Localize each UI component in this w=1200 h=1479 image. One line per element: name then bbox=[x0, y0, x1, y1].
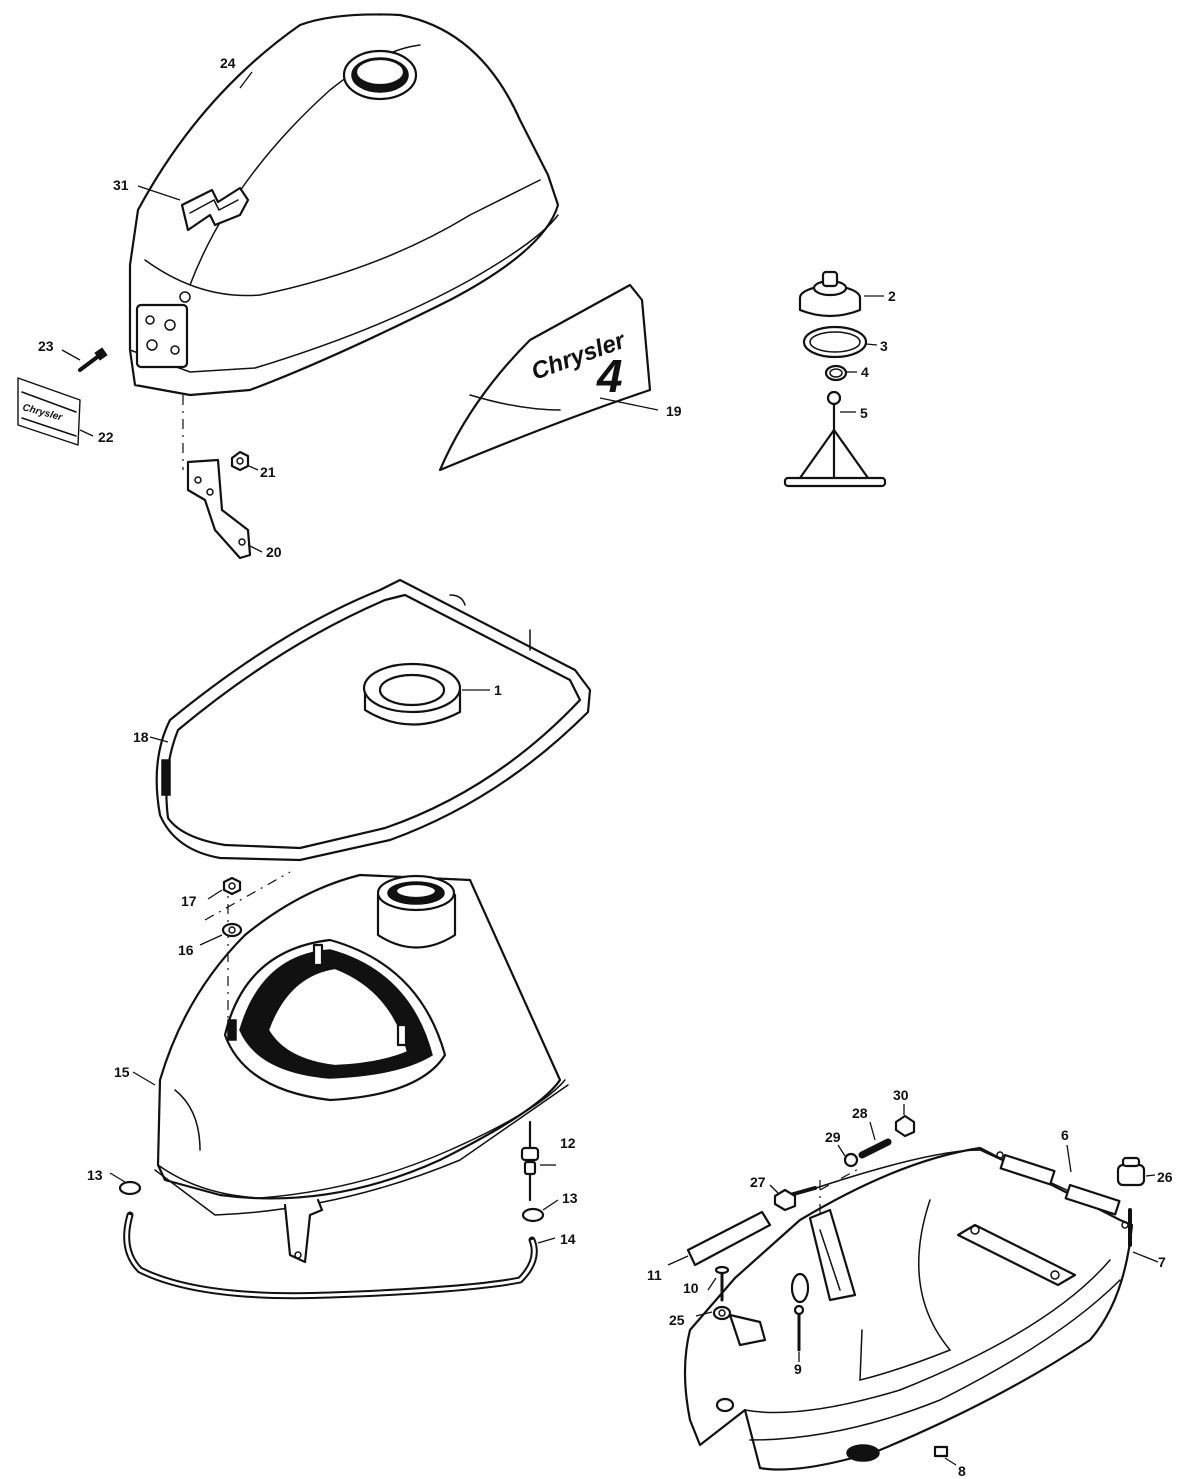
callout-24: 24 bbox=[220, 55, 236, 71]
callout-18: 18 bbox=[133, 729, 149, 745]
pan-hardware bbox=[686, 1114, 1146, 1458]
callout-13-left: 13 bbox=[87, 1167, 103, 1183]
callout-12: 12 bbox=[560, 1135, 576, 1151]
callout-9: 9 bbox=[794, 1361, 802, 1377]
stud-clips-hose bbox=[118, 1120, 545, 1300]
label-plate: Chrysler bbox=[17, 377, 81, 446]
grommet bbox=[362, 662, 462, 726]
callout-leaders bbox=[61, 71, 1159, 1466]
washer-nut bbox=[221, 876, 243, 938]
callout-5: 5 bbox=[860, 405, 868, 421]
callout-20: 20 bbox=[266, 544, 282, 560]
callout-16: 16 bbox=[178, 942, 194, 958]
callout-4: 4 bbox=[861, 364, 869, 380]
callout-27: 27 bbox=[750, 1174, 766, 1190]
callout-15: 15 bbox=[114, 1064, 130, 1080]
top-engine-cover bbox=[128, 13, 560, 397]
callout-labels: 24 31 23 22 21 20 19 2 3 4 5 1 18 17 16 … bbox=[38, 55, 1173, 1479]
callout-29: 29 bbox=[825, 1129, 841, 1145]
callout-19: 19 bbox=[666, 403, 682, 419]
cover-screw bbox=[78, 347, 108, 372]
callout-6: 6 bbox=[1061, 1127, 1069, 1143]
callout-1: 1 bbox=[494, 682, 502, 698]
callout-14: 14 bbox=[560, 1231, 576, 1247]
cover-seal bbox=[155, 578, 592, 862]
bottom-pan bbox=[683, 1146, 1134, 1471]
fuel-cap-assembly bbox=[783, 270, 887, 488]
callout-30: 30 bbox=[893, 1087, 909, 1103]
cover-emblem bbox=[180, 186, 250, 232]
side-decal: Chrysler 4 bbox=[438, 283, 652, 472]
callout-31: 31 bbox=[113, 177, 129, 193]
callout-28: 28 bbox=[852, 1105, 868, 1121]
callout-7: 7 bbox=[1158, 1254, 1166, 1270]
lower-engine-cover bbox=[154, 873, 569, 1264]
decal-model-text: 4 bbox=[596, 350, 623, 402]
callout-10: 10 bbox=[683, 1280, 699, 1296]
callout-22: 22 bbox=[98, 429, 114, 445]
callout-11: 11 bbox=[647, 1267, 662, 1283]
callout-23: 23 bbox=[38, 338, 54, 354]
callout-21: 21 bbox=[260, 464, 276, 480]
callout-3: 3 bbox=[880, 338, 888, 354]
callout-25: 25 bbox=[669, 1312, 685, 1328]
callout-17: 17 bbox=[181, 893, 197, 909]
callout-2: 2 bbox=[888, 288, 896, 304]
callout-13-right: 13 bbox=[562, 1190, 578, 1206]
latch-bracket bbox=[186, 450, 252, 560]
callout-26: 26 bbox=[1157, 1169, 1173, 1185]
callout-8: 8 bbox=[958, 1463, 966, 1479]
